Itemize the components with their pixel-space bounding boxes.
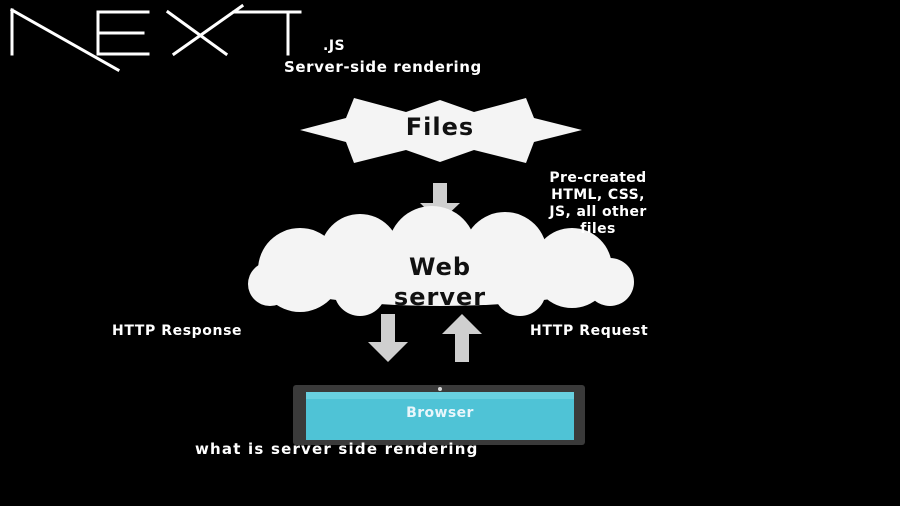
laptop-icon	[293, 385, 585, 445]
caption: what is server side rendering	[195, 440, 479, 458]
http-response-label: HTTP Response	[112, 323, 243, 339]
web-server-cloud-shape	[248, 206, 634, 316]
files-note-line: Pre-created	[549, 170, 647, 186]
http-response-arrow	[368, 314, 408, 362]
logo-suffix: .JS	[323, 38, 346, 54]
web-server-node-label: Web server	[330, 252, 550, 312]
files-node-shape	[300, 98, 582, 163]
web-server-label-line: Web	[408, 253, 472, 281]
files-note: Pre-created HTML, CSS, JS, all other fil…	[498, 170, 698, 238]
files-node-label: Files	[405, 113, 475, 141]
web-server-label-line: server	[393, 283, 487, 311]
http-request-arrow	[442, 314, 482, 362]
files-note-line: files	[580, 221, 616, 237]
files-note-line: HTML, CSS,	[551, 187, 645, 203]
browser-node-label: Browser	[406, 405, 474, 421]
next-wordmark-shape	[9, 3, 302, 73]
files-note-line: JS, all other	[549, 204, 647, 220]
diagram-subtitle: Server-side rendering	[284, 58, 482, 76]
http-request-label: HTTP Request	[530, 323, 649, 339]
